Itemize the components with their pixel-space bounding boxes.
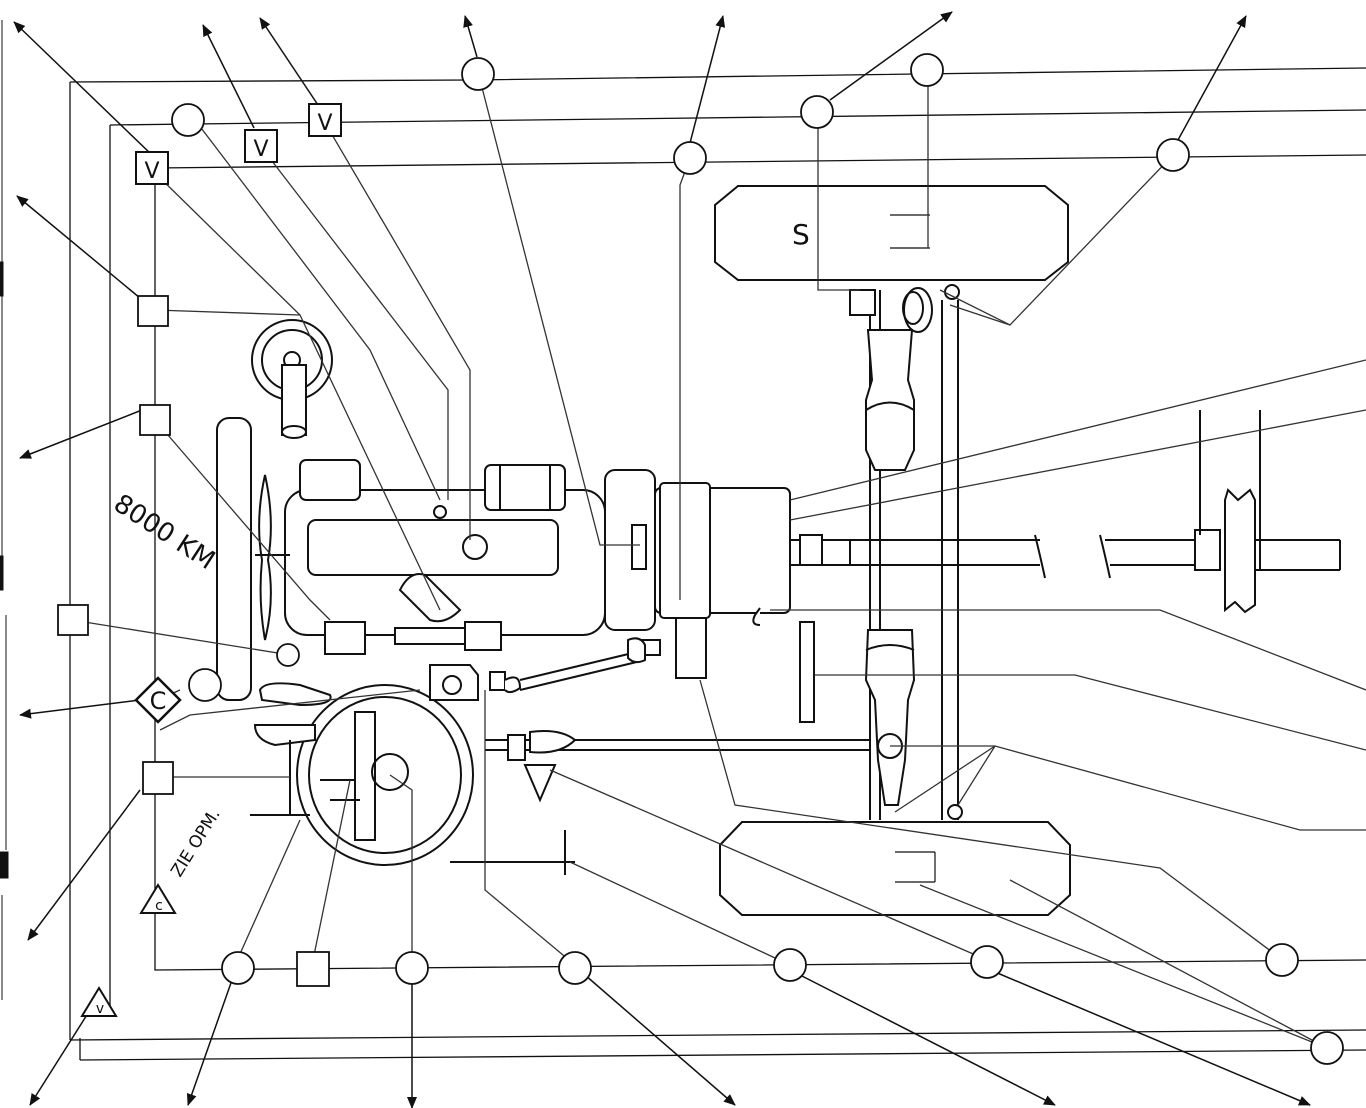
svg-text:v: v xyxy=(96,1001,104,1017)
leader-lines xyxy=(71,71,1366,1049)
rear-tyre xyxy=(719,821,1071,916)
svg-text:C: C xyxy=(150,687,167,715)
v-sign-1: V xyxy=(135,151,169,185)
engine xyxy=(284,459,606,655)
propeller-shaft xyxy=(790,410,1341,614)
front-tyre xyxy=(714,185,1069,281)
square-symbols xyxy=(57,295,330,987)
chart-frame xyxy=(69,67,1366,1061)
svg-text:V: V xyxy=(317,111,332,136)
front-axle xyxy=(849,284,963,820)
c-triangle-sign: c xyxy=(139,883,177,914)
gearbox xyxy=(604,469,815,723)
arrows xyxy=(13,11,1311,1108)
interval-label: 8000 KM xyxy=(108,489,220,576)
c-diamond-sign: C xyxy=(134,676,182,724)
steering-wheel xyxy=(250,682,474,866)
generator xyxy=(251,319,333,439)
radiator-fan xyxy=(216,417,290,701)
svg-text:V: V xyxy=(144,159,159,184)
left-edge-fragments xyxy=(0,20,9,1000)
tyre-s-label: S xyxy=(792,218,810,251)
steering-gear xyxy=(354,637,903,875)
svg-text:V: V xyxy=(253,137,268,162)
circle-symbols xyxy=(171,53,1344,1065)
svg-text:c: c xyxy=(155,898,163,914)
v-sign-2: V xyxy=(244,129,278,163)
see-note-label: ZIE OPM. xyxy=(167,805,225,880)
v-sign-3: V xyxy=(308,103,342,137)
v-triangle-sign: v xyxy=(80,986,118,1017)
